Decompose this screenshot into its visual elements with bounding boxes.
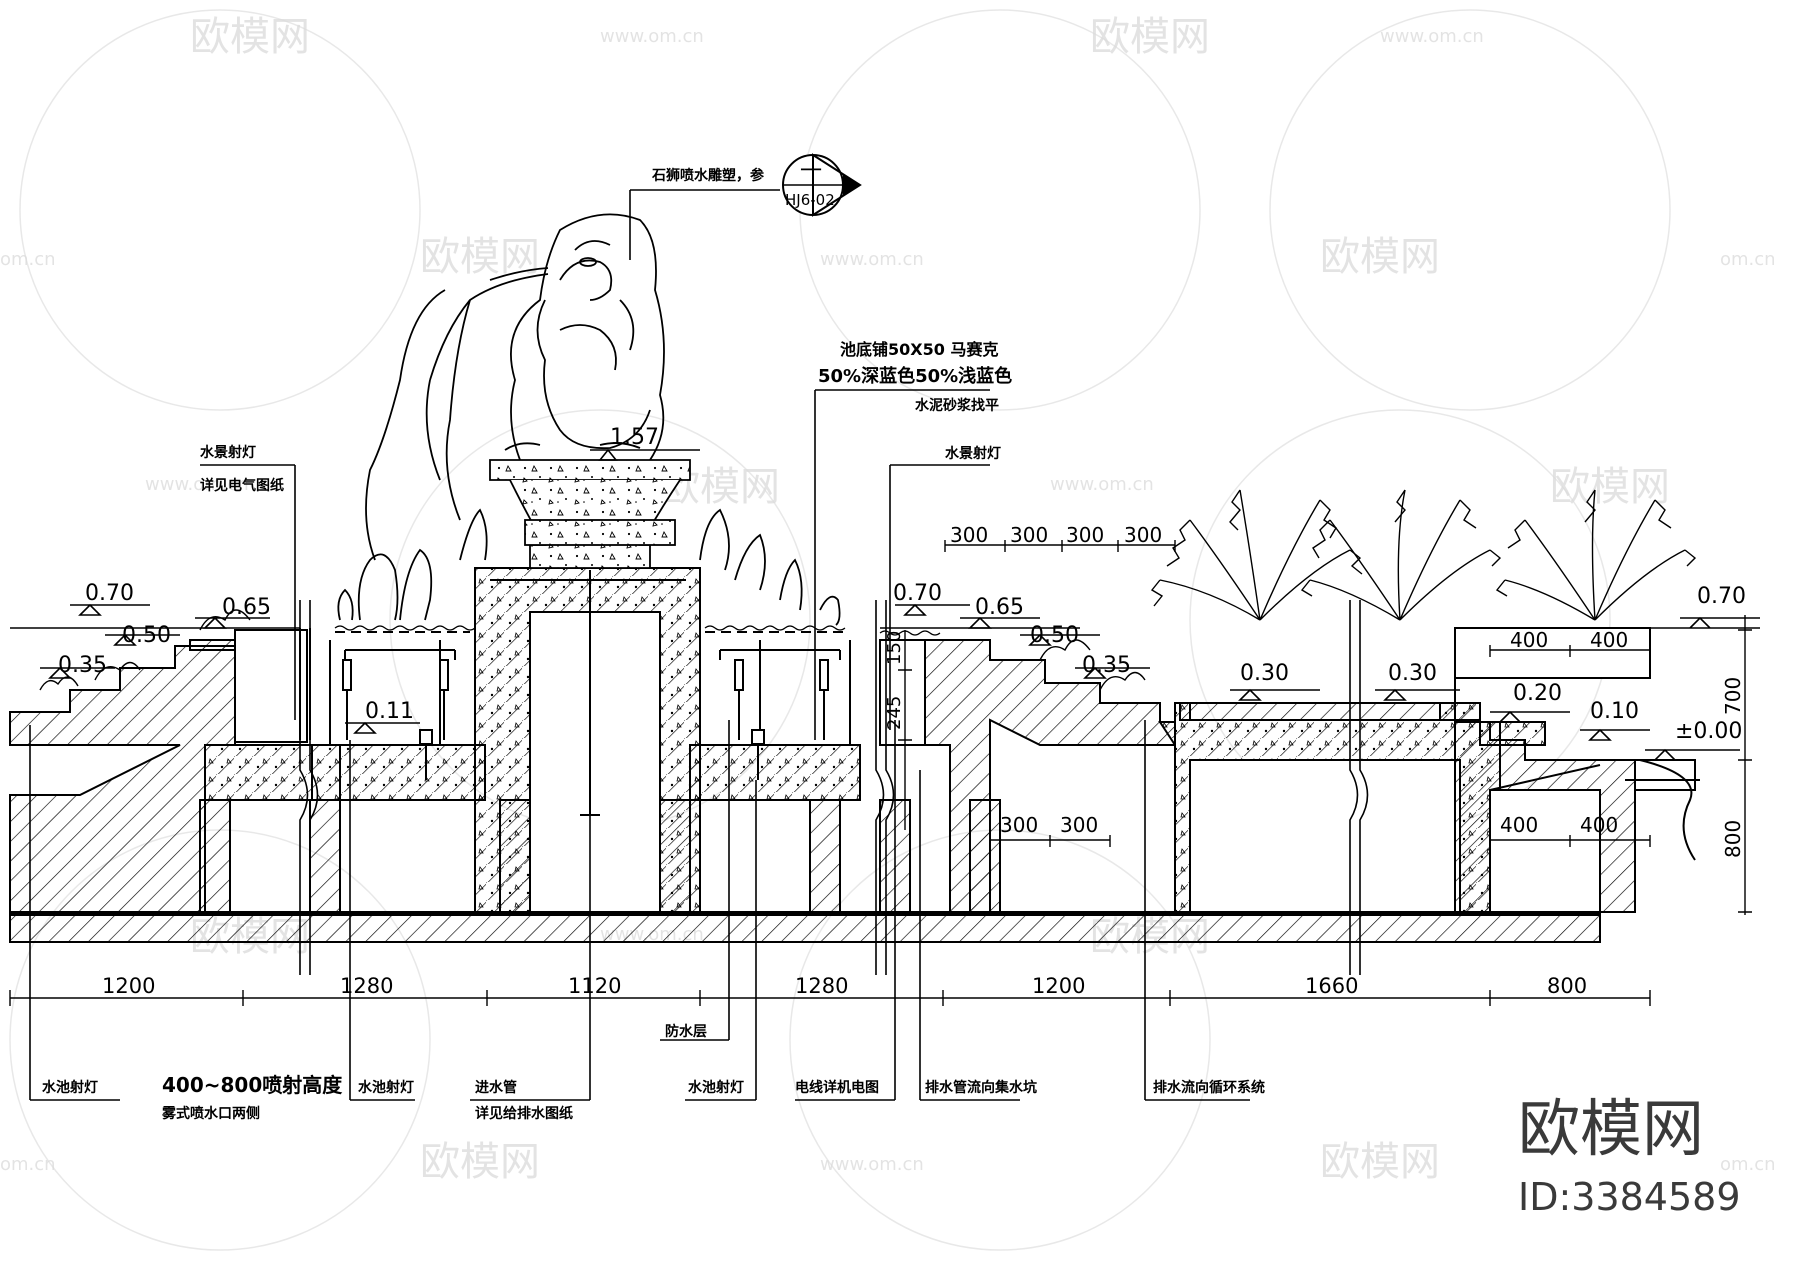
watermark-brand-2: 欧模网	[1090, 14, 1210, 60]
dim-vert-150: 150	[884, 631, 905, 665]
label-mosaic-2: 50%深蓝色50%浅蓝色	[818, 365, 1012, 387]
watermark-brand-1: 欧模网	[190, 14, 310, 60]
dim-vert-700: 700	[1721, 677, 1745, 715]
watermark-domain-9: www.om.cn	[820, 1154, 924, 1175]
label-light-left-1: 水景射灯	[200, 444, 256, 461]
section-symbol-number: 一	[800, 159, 822, 184]
right-step-structure	[879, 639, 1176, 913]
label-mosaic-1: 池底铺50X50 马赛克	[840, 340, 998, 359]
dim-top-300-1: 300	[950, 523, 988, 547]
side-basins	[329, 631, 851, 780]
foundation-slab	[9, 911, 1601, 943]
dim-bottom-800: 800	[1547, 974, 1587, 998]
dim-bottom-1280-a: 1280	[340, 974, 393, 998]
elev-far-0-70: 0.70	[1697, 584, 1746, 609]
watermark-domain-10: om.cn	[0, 1154, 56, 1175]
label-bottom-waterproof: 防水层	[665, 1023, 707, 1040]
watermark-domain-4: om.cn	[1720, 249, 1776, 270]
dim-inner-300-2: 300	[1060, 813, 1098, 837]
label-lion: 石狮喷水雕塑，参	[651, 167, 765, 184]
brand-corner: 欧模网 ID:3384589	[1518, 1092, 1741, 1219]
planter-structure	[1454, 627, 1700, 913]
label-bottom-spray-2: 雾式喷水口两侧	[161, 1105, 260, 1122]
section-symbol: 一 HJ6-02	[782, 153, 862, 217]
label-bottom-pool-light-c: 水池射灯	[688, 1079, 744, 1096]
label-bottom-inlet-1: 进水管	[475, 1079, 517, 1096]
dim-inner-300-1: 300	[1000, 813, 1038, 837]
elevation-markers	[10, 448, 1760, 761]
label-bottom-drain: 排水管流向集水坑	[925, 1079, 1037, 1096]
watermark-brand-4: 欧模网	[1320, 234, 1440, 280]
elev-left-0-65: 0.65	[222, 595, 271, 620]
dim-bottom-1200-b: 1200	[1032, 974, 1085, 998]
elev-1-57: 1.57	[610, 425, 659, 450]
elev-right-0-35: 0.35	[1082, 653, 1131, 678]
label-bottom-pool-light-a: 水池射灯	[42, 1079, 98, 1096]
leader-lines	[29, 189, 1369, 1101]
dim-vert-245: 245	[884, 696, 905, 730]
brand-id: ID:3384589	[1518, 1175, 1741, 1219]
watermark-domain-11: om.cn	[1720, 1154, 1776, 1175]
label-bottom-spray-1: 400~800喷射高度	[162, 1073, 343, 1097]
dim-top-300-2: 300	[1010, 523, 1048, 547]
brand-logo-text: 欧模网	[1518, 1092, 1704, 1165]
watermark-brand-9: 欧模网	[420, 1139, 540, 1185]
dim-top-300-3: 300	[1066, 523, 1104, 547]
label-light-right: 水景射灯	[945, 445, 1001, 462]
watermark-domain-7: www.om.cn	[1050, 474, 1154, 495]
dim-inner-400-2: 400	[1580, 813, 1618, 837]
watermark-domain-2: www.om.cn	[1380, 26, 1484, 47]
tropical-plants	[39, 489, 1697, 691]
dimension-lines	[9, 540, 1752, 1006]
dim-top-300-4: 300	[1124, 523, 1162, 547]
dim-inner-400-1: 400	[1500, 813, 1538, 837]
dim-bottom-1200-a: 1200	[102, 974, 155, 998]
left-basin-slab	[204, 744, 861, 801]
dim-vert-800: 800	[1721, 820, 1745, 858]
label-light-left-2: 详见电气图纸	[200, 477, 284, 494]
watermark-domain-6: www.om.cn	[145, 474, 249, 495]
annotations: 石狮喷水雕塑，参 池底铺50X50 马赛克 50%深蓝色50%浅蓝色 水泥砂浆找…	[42, 167, 1265, 1122]
elev-right-0-20: 0.20	[1513, 681, 1562, 706]
elev-right-0-30-b: 0.30	[1388, 661, 1437, 686]
dim-bottom-1660: 1660	[1305, 974, 1358, 998]
section-ref: HJ6-02	[785, 191, 835, 209]
watermark-domain-1: www.om.cn	[600, 26, 704, 47]
label-bottom-pool-light-b: 水池射灯	[358, 1079, 414, 1096]
elev-right-0-50: 0.50	[1030, 623, 1079, 648]
elev-right-0-70: 0.70	[893, 581, 942, 606]
elev-left-0-70: 0.70	[85, 581, 134, 606]
elev-right-0-10: 0.10	[1590, 699, 1639, 724]
watermark-brand-10: 欧模网	[1320, 1139, 1440, 1185]
dim-planter-400-1: 400	[1510, 628, 1548, 652]
elev-left-0-35: 0.35	[58, 653, 107, 678]
elev-right-0-00: ±0.00	[1675, 719, 1742, 744]
watermark-brand-6: 欧模网	[1550, 464, 1670, 510]
central-pedestal	[439, 567, 761, 913]
lion-sculpture	[337, 213, 841, 626]
label-bottom-inlet-2: 详见给排水图纸	[475, 1105, 573, 1122]
elev-right-0-30-a: 0.30	[1240, 661, 1289, 686]
watermark-domain-3: www.om.cn	[820, 249, 924, 270]
watermark-domain-5: om.cn	[0, 249, 56, 270]
label-bottom-recycle: 排水流向循环系统	[1153, 1079, 1265, 1096]
elev-left-0-50: 0.50	[122, 623, 171, 648]
dim-bottom-1280-b: 1280	[795, 974, 848, 998]
label-mosaic-3: 水泥砂浆找平	[915, 397, 999, 414]
dimension-labels: 300 300 300 300 400 400 300 300 400 400 …	[102, 523, 1745, 998]
watermark-brand-3: 欧模网	[420, 234, 540, 280]
elev-left-0-11: 0.11	[365, 699, 414, 724]
dim-bottom-1120: 1120	[568, 974, 621, 998]
elevation-labels: 1.57 0.70 0.65 0.50 0.35 0.11 0.70 0.65 …	[58, 425, 1746, 744]
elev-right-0-65: 0.65	[975, 595, 1024, 620]
dim-planter-400-2: 400	[1590, 628, 1628, 652]
right-lower-basin	[1158, 702, 1546, 913]
label-bottom-wiring: 电线详机电图	[795, 1079, 879, 1096]
